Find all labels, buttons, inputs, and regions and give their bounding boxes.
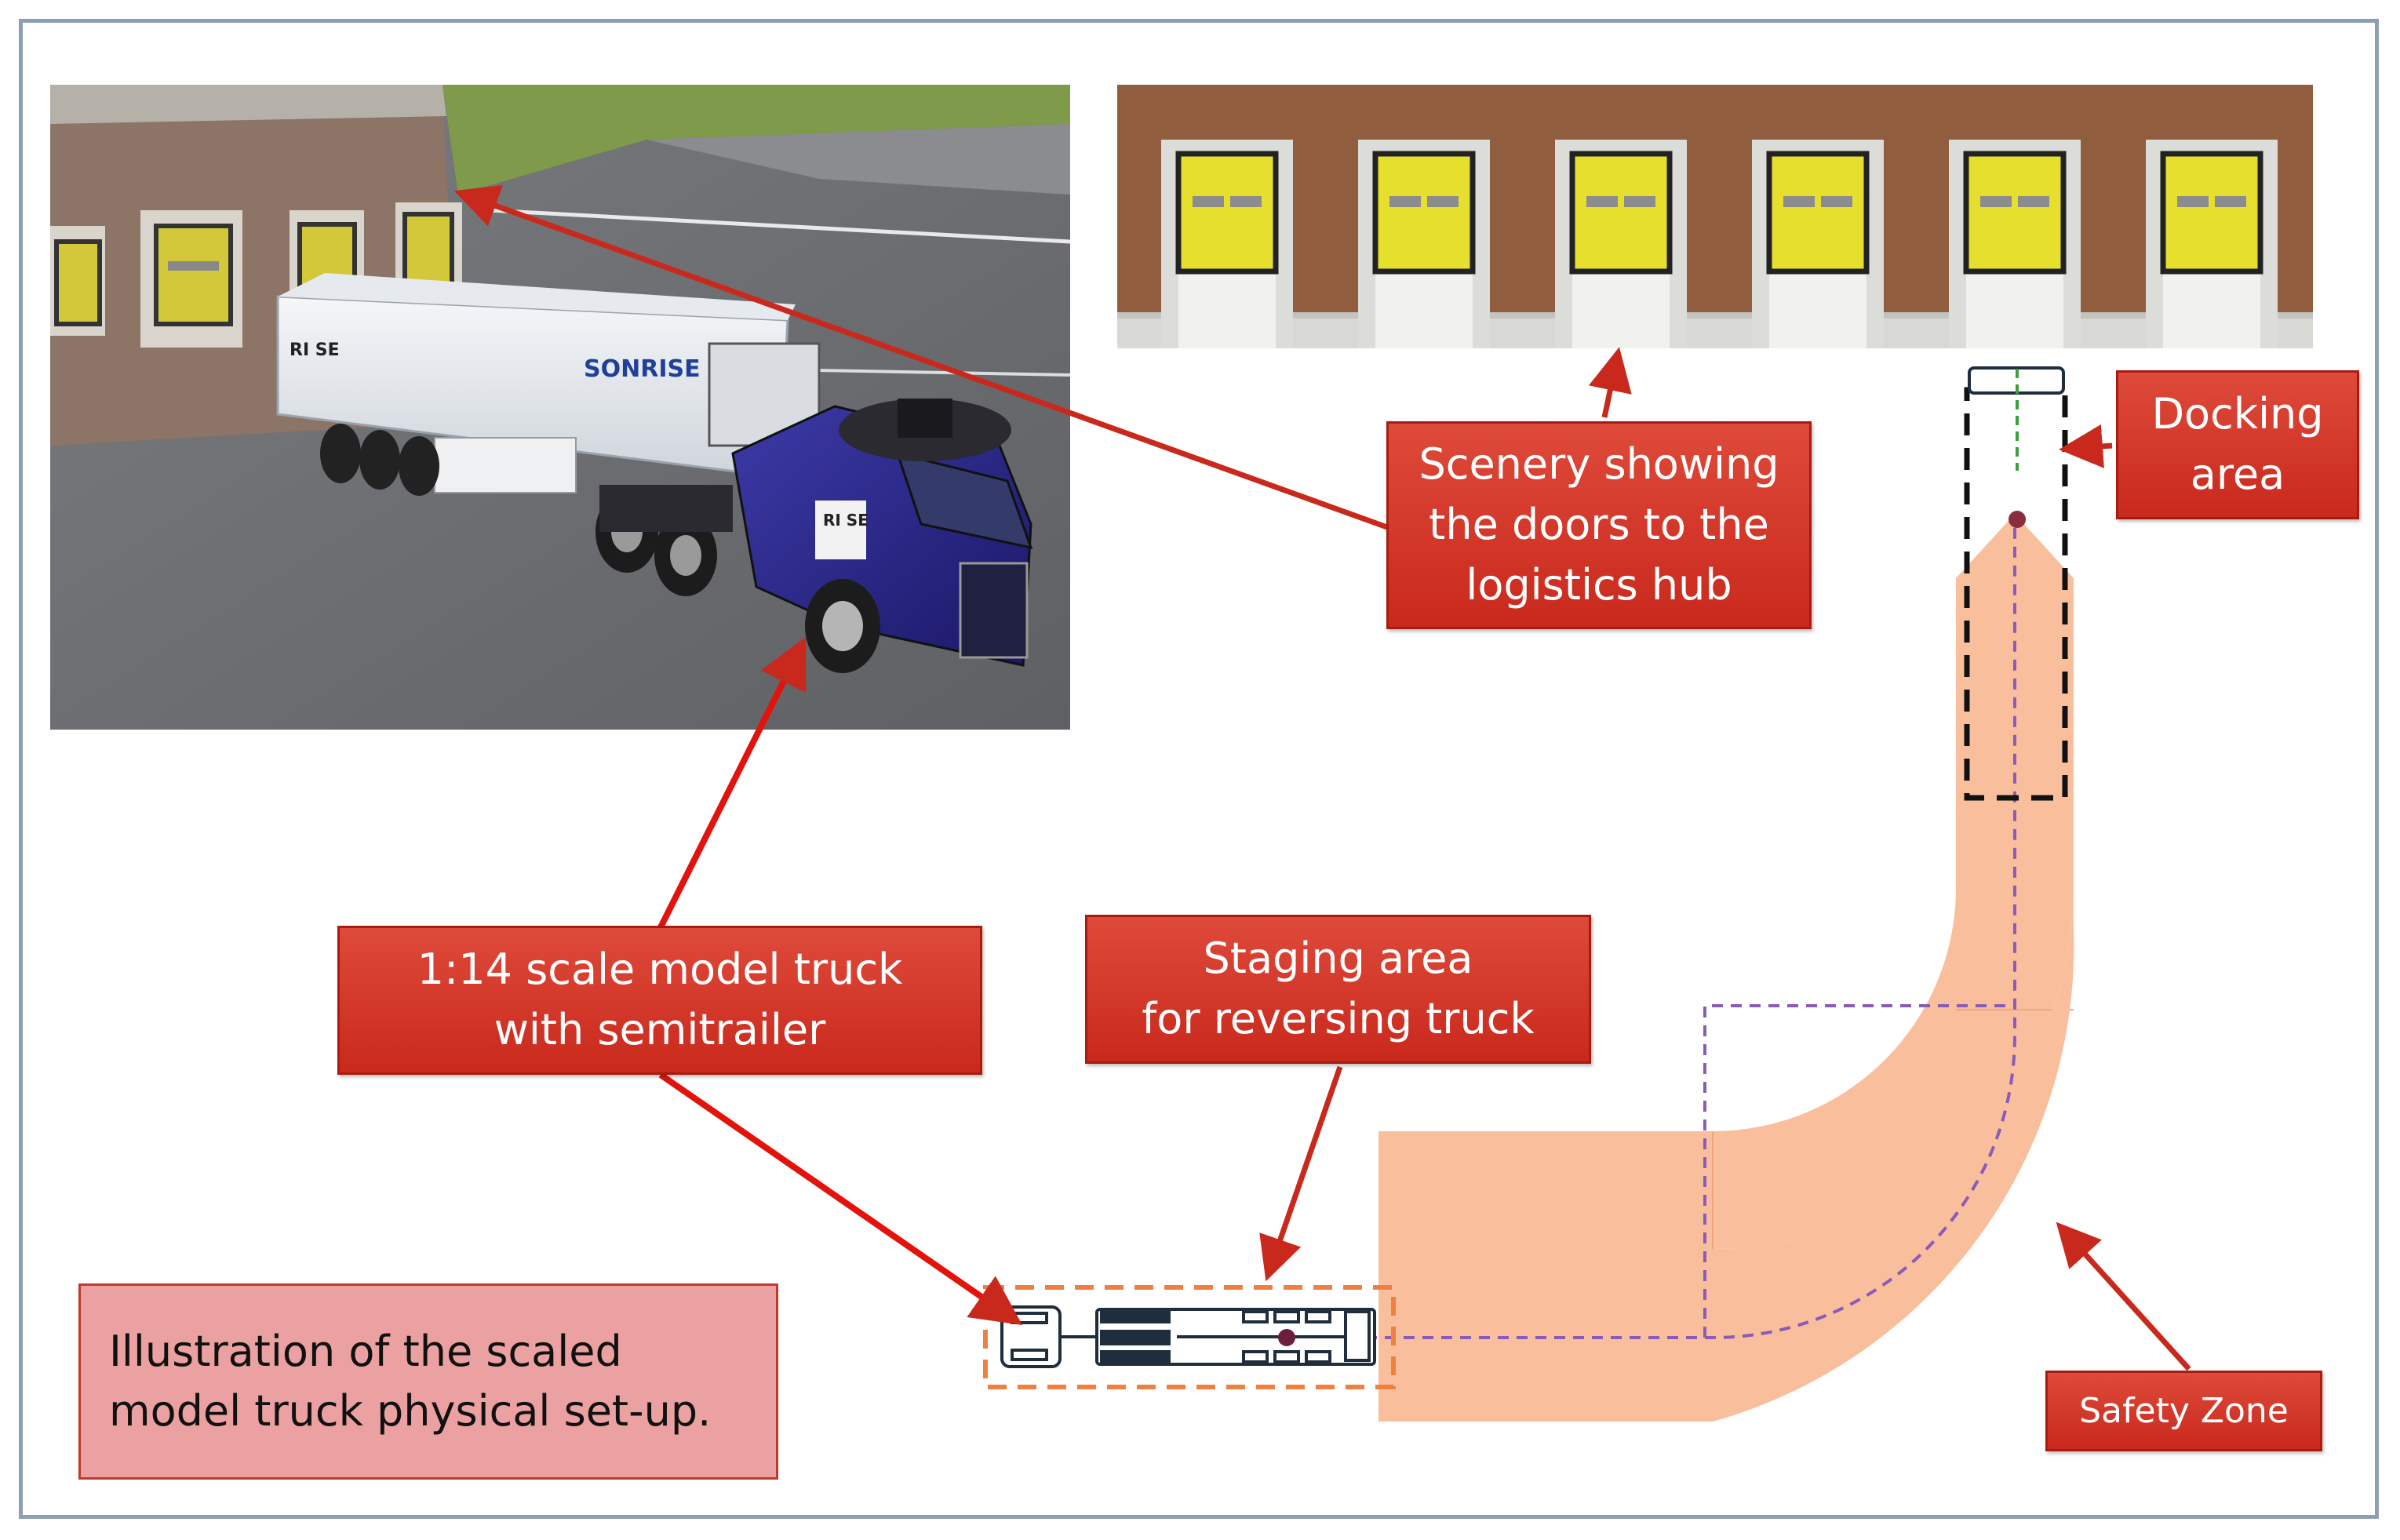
arrow-to-wall: [453, 184, 1389, 530]
arrow-to-scenery: [1588, 347, 1632, 418]
docking-area-callout: Docking area: [2116, 370, 2359, 519]
trailer-brand-text: SONRISE: [584, 355, 701, 383]
truck-reference-point: [1278, 1329, 1295, 1346]
dock-door: [1949, 140, 2081, 348]
dock-door: [1358, 140, 1490, 348]
model-truck-photo: SONRISE RI SE RI SE: [50, 85, 1070, 730]
cab-logo-text: RI SE: [823, 511, 869, 530]
safety-zone-band: [1378, 888, 2074, 1422]
scenery-callout: Scenery showing the doors to the logisti…: [1386, 421, 1812, 629]
dock-door: [1555, 140, 1687, 348]
arrow-to-safety-zone: [2056, 1221, 2191, 1371]
dock-door: [2146, 140, 2278, 348]
dock-door: [1752, 140, 1884, 348]
docking-target-point: [2008, 511, 2026, 528]
logistics-hub-scenery: [1117, 85, 2313, 348]
staging-area-callout: Staging area for reversing truck: [1085, 915, 1591, 1064]
truck-top-view: [1000, 1305, 1376, 1368]
arrow-to-truck-diagram: [658, 1072, 1023, 1326]
dock-door: [1161, 140, 1293, 348]
staging-area-box: [983, 1285, 1396, 1389]
arrow-to-staging: [1259, 1065, 1343, 1282]
safety-zone-area: [1378, 514, 2074, 1249]
reversing-path-curve: [1291, 518, 2016, 1339]
model-truck-callout: 1:14 scale model truck with semitrailer: [337, 926, 982, 1075]
figure-caption: Illustration of the scaled model truck p…: [78, 1283, 778, 1480]
arrow-to-docking: [2059, 424, 2113, 468]
safety-zone-callout: Safety Zone: [2045, 1371, 2322, 1451]
trailer-logo-text: RI SE: [290, 340, 340, 360]
arrow-to-truck-photo: [657, 636, 807, 929]
wall-door: [50, 226, 105, 336]
